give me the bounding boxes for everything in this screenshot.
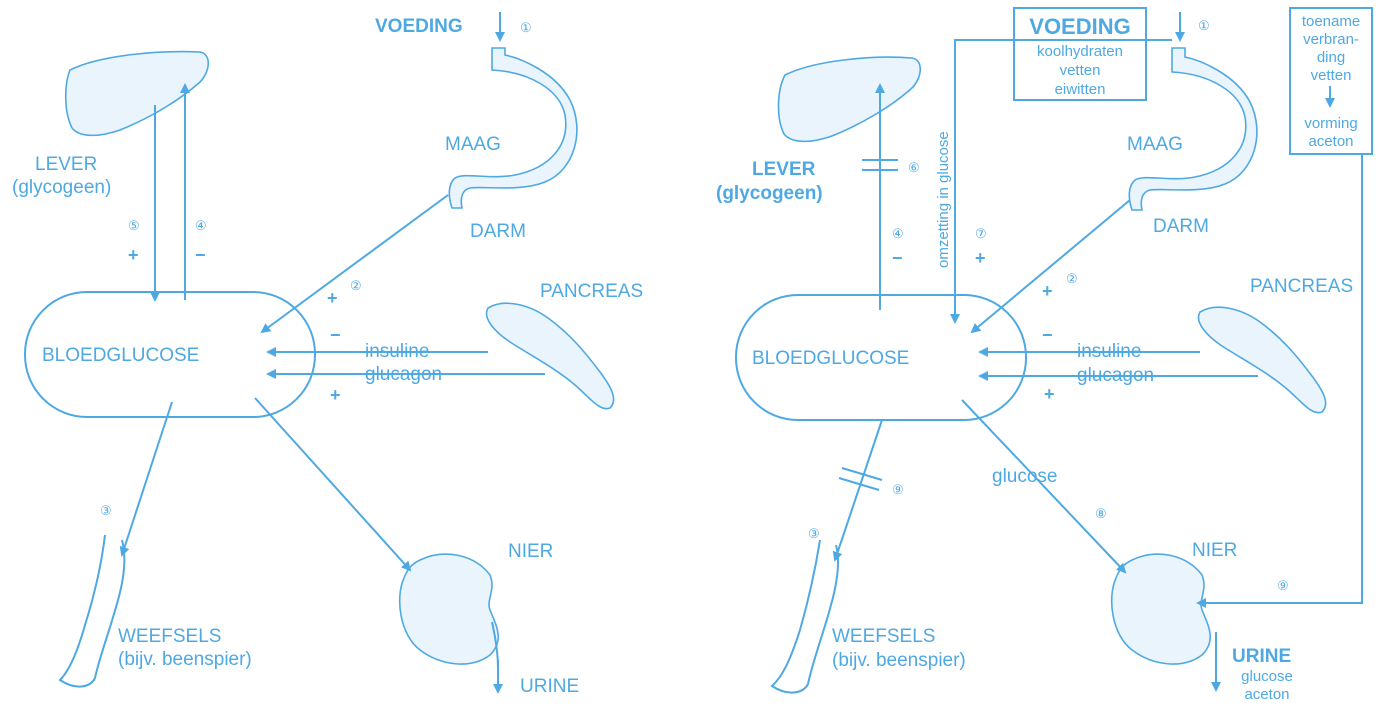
right-lever-label: LEVER [752,159,816,180]
left-minus-4: − [195,245,206,265]
right-num-9: ⑨ [892,482,904,497]
leg-icon [772,540,838,693]
right-urine-sub-2: aceton [1244,686,1289,703]
right-glucagon-label: glucagon [1077,365,1154,386]
stomach-icon [1129,48,1257,210]
right-num-6: ⑥ [908,160,920,175]
left-insuline-label: insuline [365,341,429,362]
liver-icon [778,57,920,141]
blood-to-kidney-arrow [255,398,410,570]
left-diagram: VOEDING ① MAAG DARM LEVER (glycogeen) ⑤ … [12,12,643,697]
right-maag-label: MAAG [1127,134,1183,155]
left-plus-5: + [128,245,139,265]
left-maag-label: MAAG [445,134,501,155]
right-bloedglucose-label: BLOEDGLUCOSE [752,348,909,369]
right-vorming-2: aceton [1308,133,1353,150]
right-insuline-label: insuline [1077,341,1141,362]
right-omzetting-label: omzetting in glucose [935,131,952,268]
right-minus-insuline: − [1042,325,1053,345]
darm-to-blood-arrow [972,200,1130,332]
right-toename-4: vetten [1311,67,1352,84]
pancreas-icon [487,303,614,408]
right-weefsels-label: WEEFSELS [832,626,935,647]
left-plus-glucagon: + [330,385,341,405]
right-plus-glucagon: + [1044,384,1055,404]
pancreas-icon [1199,307,1326,412]
left-plus-2: + [327,288,338,308]
left-urine-label: URINE [520,676,579,697]
left-num-4: ④ [195,218,207,233]
right-minus-4: − [892,248,903,268]
right-num-8: ⑧ [1095,506,1107,521]
right-glucose-label: glucose [992,466,1058,487]
right-num-3: ③ [808,526,820,541]
left-num-5: ⑤ [128,218,140,233]
left-minus-insuline: − [330,325,341,345]
left-lever-label: LEVER [35,154,97,175]
right-voeding-label: VOEDING [1029,14,1130,39]
right-num-4: ④ [892,226,904,241]
right-weefsels-sub: (bijv. beenspier) [832,650,966,671]
liver-icon [66,52,209,136]
right-darm-label: DARM [1153,216,1209,237]
blood-to-tissue-arrow [122,402,172,555]
right-toename-1: toename [1302,13,1360,30]
right-urine-label: URINE [1232,646,1291,667]
right-diagram: VOEDING koolhydraten vetten eiwitten ① t… [716,8,1372,703]
right-vorming-1: vorming [1304,115,1357,132]
right-pancreas-label: PANCREAS [1250,276,1353,297]
right-num-1: ① [1198,18,1210,33]
left-glucagon-label: glucagon [365,364,442,385]
right-plus-7: + [975,248,986,268]
right-nier-label: NIER [1192,540,1237,561]
left-pancreas-label: PANCREAS [540,281,643,302]
blood-to-tissue-arrow [835,420,882,560]
leg-icon [60,535,124,687]
left-num-3: ③ [100,503,112,518]
left-weefsels-label: WEEFSELS [118,626,221,647]
left-darm-label: DARM [470,221,526,242]
right-toename-3: ding [1317,49,1345,66]
right-num-9b: ⑨ [1277,578,1289,593]
right-voeding-item-1: koolhydraten [1037,43,1123,60]
kidney-icon [1112,554,1211,664]
right-voeding-item-3: eiwitten [1055,81,1106,98]
stomach-icon [449,48,577,208]
left-num-1: ① [520,20,532,35]
right-toename-2: verbran- [1303,31,1359,48]
right-urine-sub-1: glucose [1241,668,1293,685]
right-num-7: ⑦ [975,226,987,241]
left-weefsels-sub: (bijv. beenspier) [118,649,252,670]
left-nier-label: NIER [508,541,553,562]
right-voeding-item-2: vetten [1060,62,1101,79]
darm-to-blood-arrow [262,195,448,332]
left-voeding-label: VOEDING [375,16,463,37]
left-bloedglucose-label: BLOEDGLUCOSE [42,345,199,366]
kidney-icon [400,554,499,664]
left-lever-sub: (glycogeen) [12,177,111,198]
right-plus-2: + [1042,281,1053,301]
right-num-2: ② [1066,271,1078,286]
left-num-2: ② [350,278,362,293]
right-lever-sub: (glycogeen) [716,183,823,204]
